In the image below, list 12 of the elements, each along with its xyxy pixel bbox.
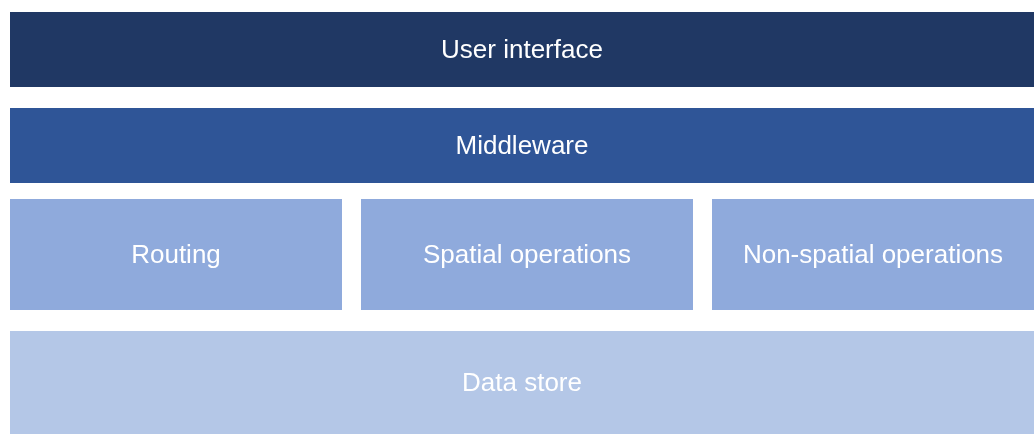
layer-label: Middleware xyxy=(455,130,589,161)
layer-label: Non-spatial operations xyxy=(742,239,1004,270)
layer-block xyxy=(10,331,1034,434)
layer-block xyxy=(10,199,342,310)
layer-label: Spatial operations xyxy=(422,239,632,270)
layer-label: Data store xyxy=(462,367,582,398)
layer-block xyxy=(10,108,1034,183)
layer-label: Routing xyxy=(131,239,221,270)
layer-block xyxy=(361,199,693,310)
layer-label: User interface xyxy=(441,34,603,65)
layer-block xyxy=(712,199,1034,310)
layer-block xyxy=(10,12,1034,87)
